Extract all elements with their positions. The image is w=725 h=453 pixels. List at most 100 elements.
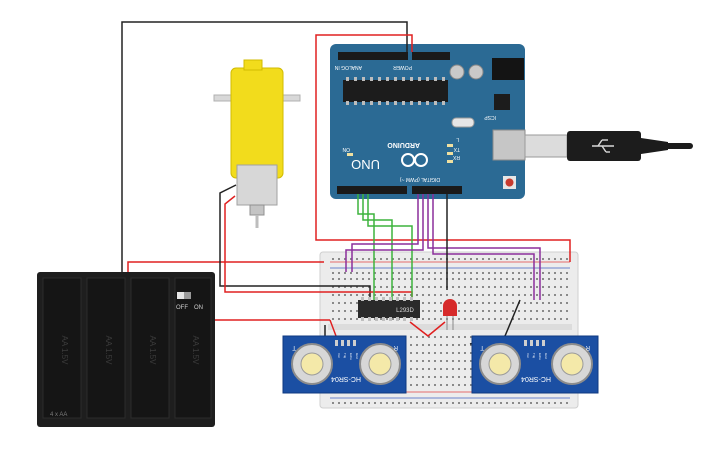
breadboard-hole bbox=[500, 258, 502, 260]
breadboard-hole bbox=[446, 336, 448, 338]
breadboard-hole bbox=[332, 272, 334, 274]
breadboard-hole bbox=[530, 294, 532, 296]
breadboard-hole bbox=[338, 278, 340, 280]
breadboard-hole bbox=[422, 344, 424, 346]
breadboard-hole bbox=[452, 352, 454, 354]
breadboard-hole bbox=[458, 352, 460, 354]
breadboard-hole bbox=[452, 258, 454, 260]
breadboard-hole bbox=[452, 286, 454, 288]
breadboard-hole bbox=[500, 278, 502, 280]
breadboard-hole bbox=[548, 258, 550, 260]
breadboard-hole bbox=[536, 310, 538, 312]
breadboard-hole bbox=[344, 286, 346, 288]
dc-gear-motor bbox=[213, 59, 301, 228]
breadboard-hole bbox=[416, 278, 418, 280]
breadboard-hole bbox=[440, 336, 442, 338]
breadboard-hole bbox=[362, 294, 364, 296]
breadboard-hole bbox=[344, 318, 346, 320]
breadboard-hole bbox=[458, 376, 460, 378]
breadboard-hole bbox=[470, 344, 472, 346]
breadboard-hole bbox=[434, 286, 436, 288]
breadboard-hole bbox=[458, 286, 460, 288]
breadboard-hole bbox=[560, 402, 562, 404]
breadboard-hole bbox=[350, 258, 352, 260]
breadboard-hole bbox=[560, 302, 562, 304]
breadboard-hole bbox=[548, 278, 550, 280]
breadboard-hole bbox=[440, 368, 442, 370]
breadboard-hole bbox=[518, 258, 520, 260]
breadboard-hole bbox=[542, 258, 544, 260]
breadboard-hole bbox=[476, 286, 478, 288]
breadboard-hole bbox=[356, 278, 358, 280]
breadboard-hole bbox=[542, 310, 544, 312]
breadboard-hole bbox=[500, 318, 502, 320]
breadboard-hole bbox=[428, 318, 430, 320]
breadboard-hole bbox=[542, 294, 544, 296]
breadboard-hole bbox=[470, 294, 472, 296]
breadboard-hole bbox=[350, 402, 352, 404]
breadboard-hole bbox=[338, 310, 340, 312]
breadboard-hole bbox=[560, 278, 562, 280]
breadboard-hole bbox=[386, 272, 388, 274]
breadboard-hole bbox=[350, 302, 352, 304]
breadboard-hole bbox=[518, 278, 520, 280]
breadboard-hole bbox=[338, 302, 340, 304]
breadboard-hole bbox=[422, 258, 424, 260]
breadboard-hole bbox=[488, 272, 490, 274]
breadboard-hole bbox=[332, 402, 334, 404]
breadboard-hole bbox=[566, 258, 568, 260]
breadboard-hole bbox=[530, 272, 532, 274]
breadboard-hole bbox=[524, 286, 526, 288]
breadboard-hole bbox=[410, 368, 412, 370]
breadboard-hole bbox=[464, 278, 466, 280]
breadboard-hole bbox=[422, 402, 424, 404]
usb-icon bbox=[592, 139, 614, 153]
battery-pack-label: 4 x AA bbox=[50, 412, 67, 418]
breadboard-hole bbox=[374, 294, 376, 296]
wire-black-motor bbox=[219, 184, 371, 310]
breadboard-hole bbox=[482, 258, 484, 260]
breadboard-hole bbox=[470, 336, 472, 338]
arduino-on-label: ON bbox=[342, 146, 350, 152]
breadboard-hole bbox=[530, 258, 532, 260]
breadboard-hole bbox=[554, 302, 556, 304]
breadboard-hole bbox=[356, 310, 358, 312]
sensor-right-pin-trig: Trig bbox=[532, 353, 536, 358]
breadboard-hole bbox=[482, 272, 484, 274]
breadboard-hole bbox=[470, 376, 472, 378]
breadboard-hole bbox=[440, 278, 442, 280]
breadboard-hole bbox=[368, 258, 370, 260]
breadboard-hole bbox=[530, 286, 532, 288]
breadboard-hole bbox=[506, 278, 508, 280]
breadboard-hole bbox=[446, 294, 448, 296]
breadboard-hole bbox=[416, 352, 418, 354]
breadboard-hole bbox=[554, 258, 556, 260]
breadboard-hole bbox=[440, 302, 442, 304]
breadboard-hole bbox=[350, 294, 352, 296]
breadboard-hole bbox=[488, 318, 490, 320]
breadboard-hole bbox=[512, 272, 514, 274]
breadboard-hole bbox=[458, 402, 460, 404]
breadboard-hole bbox=[398, 272, 400, 274]
breadboard-hole bbox=[566, 402, 568, 404]
breadboard-hole bbox=[554, 318, 556, 320]
breadboard-hole bbox=[434, 272, 436, 274]
breadboard-hole bbox=[416, 294, 418, 296]
battery-cell-1-label: AA 1.5V bbox=[60, 336, 69, 366]
breadboard-hole bbox=[452, 278, 454, 280]
breadboard-hole bbox=[566, 294, 568, 296]
breadboard-hole bbox=[410, 278, 412, 280]
breadboard-hole bbox=[356, 272, 358, 274]
breadboard-hole bbox=[422, 272, 424, 274]
ultrasonic-sensor-left: HC-SR04 T R Vcc Trig Echo Gnd bbox=[282, 335, 407, 394]
breadboard-hole bbox=[482, 310, 484, 312]
breadboard-hole bbox=[374, 286, 376, 288]
breadboard-hole bbox=[428, 336, 430, 338]
breadboard-hole bbox=[476, 310, 478, 312]
breadboard-hole bbox=[428, 272, 430, 274]
breadboard-hole bbox=[404, 258, 406, 260]
breadboard-hole bbox=[530, 278, 532, 280]
breadboard-hole bbox=[350, 318, 352, 320]
breadboard-hole bbox=[464, 360, 466, 362]
battery-switch-on-label: ON bbox=[194, 305, 203, 311]
